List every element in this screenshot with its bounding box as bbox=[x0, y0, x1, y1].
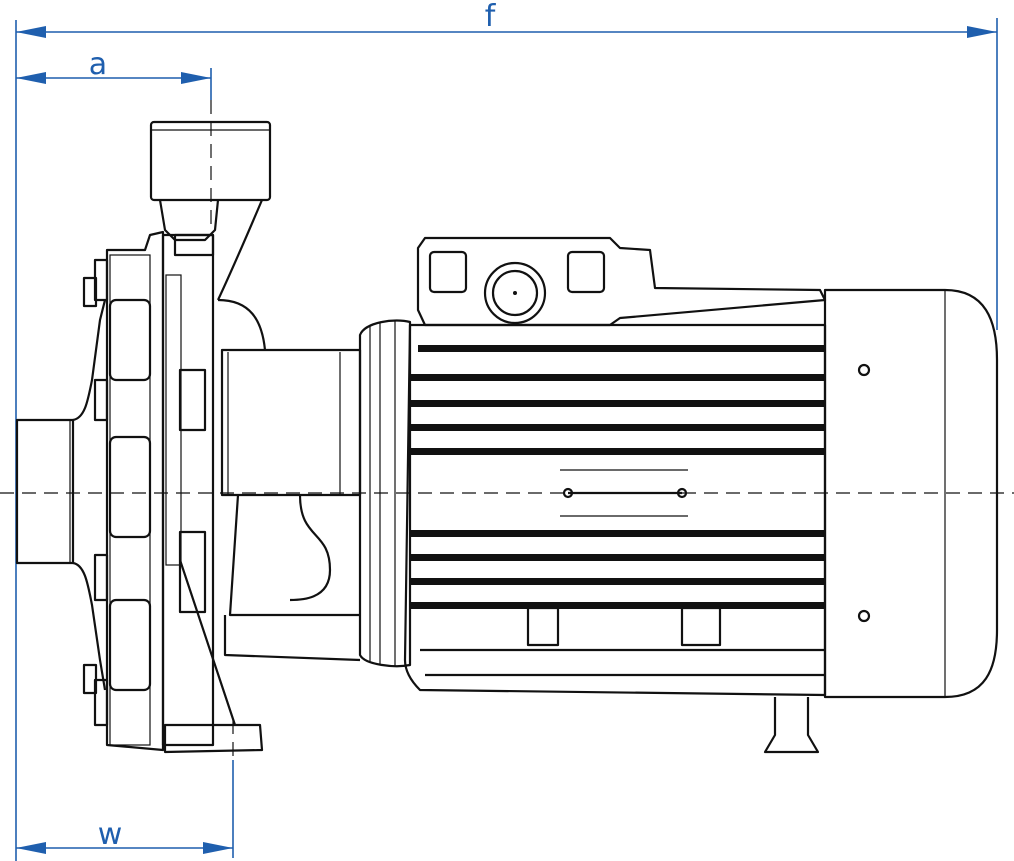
dimension-f-label: f bbox=[485, 0, 497, 34]
dimension-a bbox=[16, 68, 212, 100]
bracket bbox=[220, 348, 362, 662]
dimension-w-label: w bbox=[98, 817, 123, 852]
dimension-w bbox=[16, 760, 234, 858]
dimension-a-label: a bbox=[89, 47, 107, 82]
terminal-box bbox=[416, 236, 827, 327]
motor-body bbox=[403, 323, 827, 697]
pump-casing bbox=[82, 230, 264, 754]
fan-cover bbox=[823, 288, 999, 699]
suction-flange bbox=[15, 299, 107, 691]
motor-flange bbox=[358, 319, 412, 668]
motor-foot bbox=[763, 697, 820, 754]
discharge-port bbox=[149, 120, 272, 351]
